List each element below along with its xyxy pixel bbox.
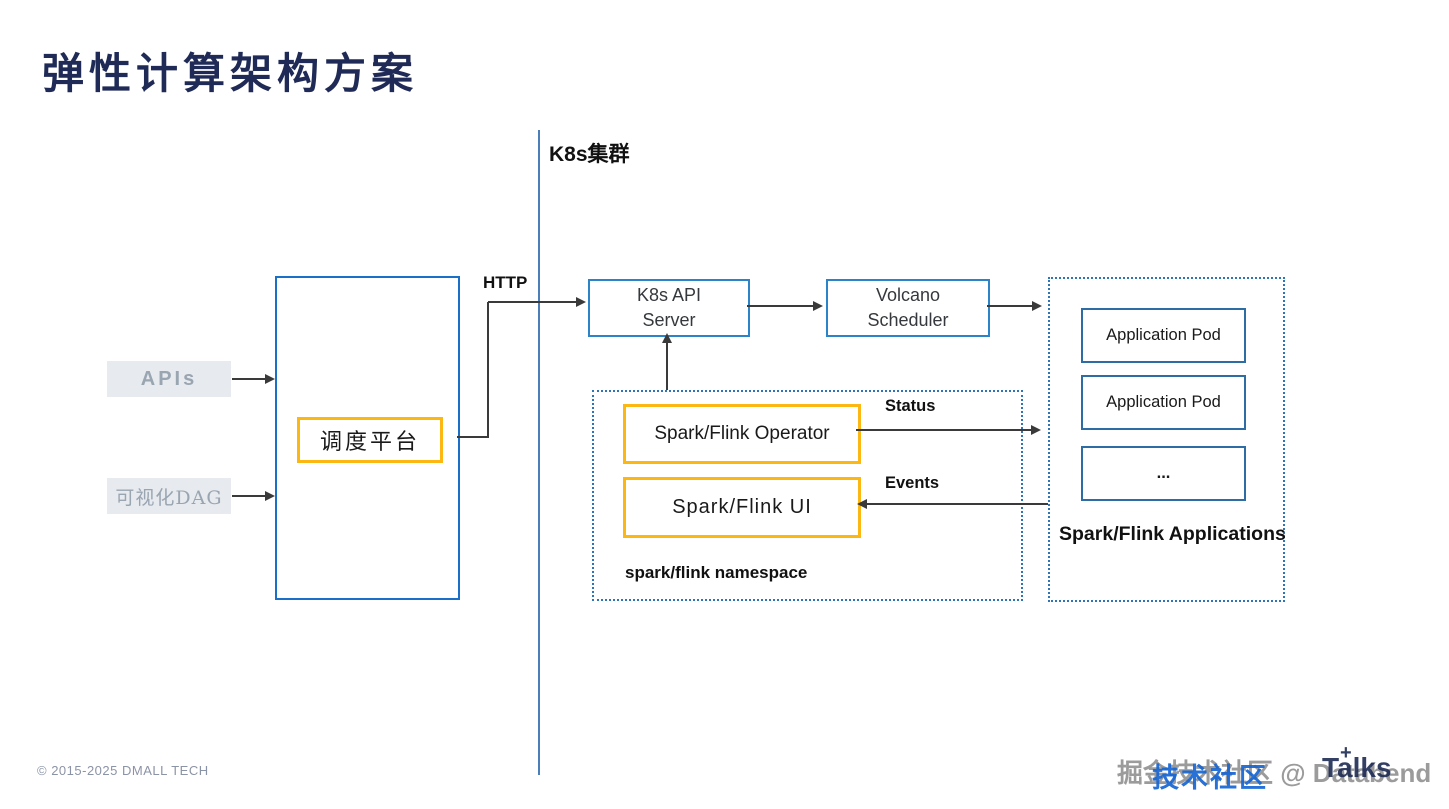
arrow-dag-to-platform bbox=[232, 495, 267, 497]
copyright-text: © 2015-2025 DMALL TECH bbox=[37, 763, 209, 778]
scheduling-platform-label: 调度平台 bbox=[319, 430, 420, 455]
arrow-status bbox=[856, 429, 1032, 431]
volcano-line2: Scheduler bbox=[867, 310, 949, 330]
namespace-label: spark/flink namespace bbox=[625, 563, 808, 582]
cluster-divider-line bbox=[538, 130, 540, 775]
watermark-logo-text: Talks bbox=[1322, 752, 1392, 783]
volcano-line1: Volcano bbox=[875, 284, 941, 305]
k8s-cluster-label: K8s集群 bbox=[549, 143, 630, 166]
application-pod-ellipsis-node: ... bbox=[1081, 446, 1246, 501]
watermark-text: 掘金技术社区 @ Databend bbox=[1117, 758, 1432, 788]
arrowhead-events-icon bbox=[857, 499, 867, 509]
spark-flink-operator-node: Spark/Flink Operator bbox=[623, 404, 861, 464]
visual-dag-label: 可视化DAG bbox=[115, 486, 223, 509]
arrow-apiserver-operator-bidirectional bbox=[666, 341, 668, 397]
http-connector-bottom-segment bbox=[457, 436, 488, 438]
visual-dag-node: 可视化DAG bbox=[107, 478, 231, 514]
http-connector-vertical-segment bbox=[487, 302, 489, 438]
apis-label: APIs bbox=[140, 367, 198, 390]
application-pod-label: Application Pod bbox=[1106, 326, 1221, 344]
status-label: Status bbox=[885, 397, 936, 415]
watermark-logo-plus-icon: + bbox=[1340, 742, 1352, 764]
arrowhead-up-icon bbox=[662, 333, 672, 343]
arrowhead-dag-icon bbox=[265, 491, 275, 501]
arrow-volcano-to-apps bbox=[987, 305, 1033, 307]
apis-node: APIs bbox=[107, 361, 231, 397]
events-label: Events bbox=[885, 474, 940, 492]
arrow-events bbox=[866, 503, 1048, 505]
spark-flink-ui-node: Spark/Flink UI bbox=[623, 477, 861, 538]
watermark-overlay-text: 技术社区 bbox=[1152, 763, 1268, 793]
page-title: 弹性计算架构方案 bbox=[42, 49, 419, 98]
arrowhead-apis-icon bbox=[265, 374, 275, 384]
application-pod-label: Application Pod bbox=[1106, 393, 1221, 411]
k8s-api-server-line2: Server bbox=[642, 310, 696, 330]
arrowhead-status-icon bbox=[1031, 425, 1041, 435]
arrowhead-volcano-icon bbox=[813, 301, 823, 311]
volcano-scheduler-node: Volcano Scheduler bbox=[826, 279, 990, 337]
application-pod-node: Application Pod bbox=[1081, 308, 1246, 363]
arrowhead-http-icon bbox=[576, 297, 586, 307]
spark-flink-ui-label: Spark/Flink UI bbox=[672, 496, 812, 518]
http-connector-top-segment bbox=[488, 301, 577, 303]
spark-flink-operator-label: Spark/Flink Operator bbox=[654, 423, 830, 444]
scheduling-platform-node: 调度平台 bbox=[297, 417, 443, 463]
spark-flink-applications-label: Spark/Flink Applications bbox=[1059, 523, 1286, 545]
application-pod-ellipsis-label: ... bbox=[1156, 464, 1171, 482]
k8s-api-server-line1: K8s API bbox=[636, 284, 702, 305]
http-label: HTTP bbox=[483, 273, 528, 292]
arrowhead-apps-icon bbox=[1032, 301, 1042, 311]
application-pod-node: Application Pod bbox=[1081, 375, 1246, 430]
arrow-apiserver-to-volcano bbox=[747, 305, 814, 307]
arrow-apis-to-platform bbox=[232, 378, 267, 380]
k8s-api-server-node: K8s API Server bbox=[588, 279, 750, 337]
